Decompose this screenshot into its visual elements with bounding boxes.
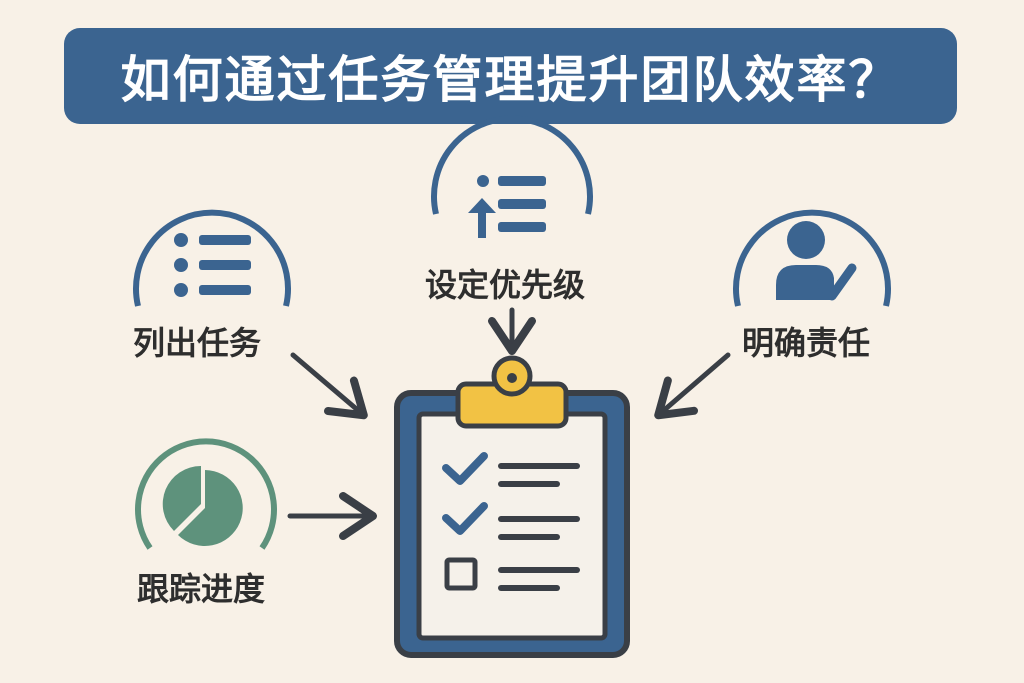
user-check-icon xyxy=(733,209,891,307)
bullet-list-icon xyxy=(133,209,291,307)
arrow-list-to-clipboard xyxy=(290,352,368,420)
checkbox-icon xyxy=(444,557,478,591)
check-icon xyxy=(442,452,488,485)
arrow-responsibility-to-clipboard xyxy=(654,352,731,420)
pie-chart-icon xyxy=(135,438,277,550)
label-track-progress: 跟踪进度 xyxy=(137,570,266,608)
priority-list-icon xyxy=(431,115,593,238)
check-icon xyxy=(442,502,488,535)
page-title: 如何通过任务管理提升团队效率？ xyxy=(120,51,901,109)
label-set-priority: 设定优先级 xyxy=(425,266,586,304)
title-banner: 如何通过任务管理提升团队效率？ xyxy=(64,28,957,124)
clipboard-checklist-icon xyxy=(394,355,630,658)
label-list-tasks: 列出任务 xyxy=(133,324,262,362)
label-clarify-responsibility: 明确责任 xyxy=(742,324,871,362)
